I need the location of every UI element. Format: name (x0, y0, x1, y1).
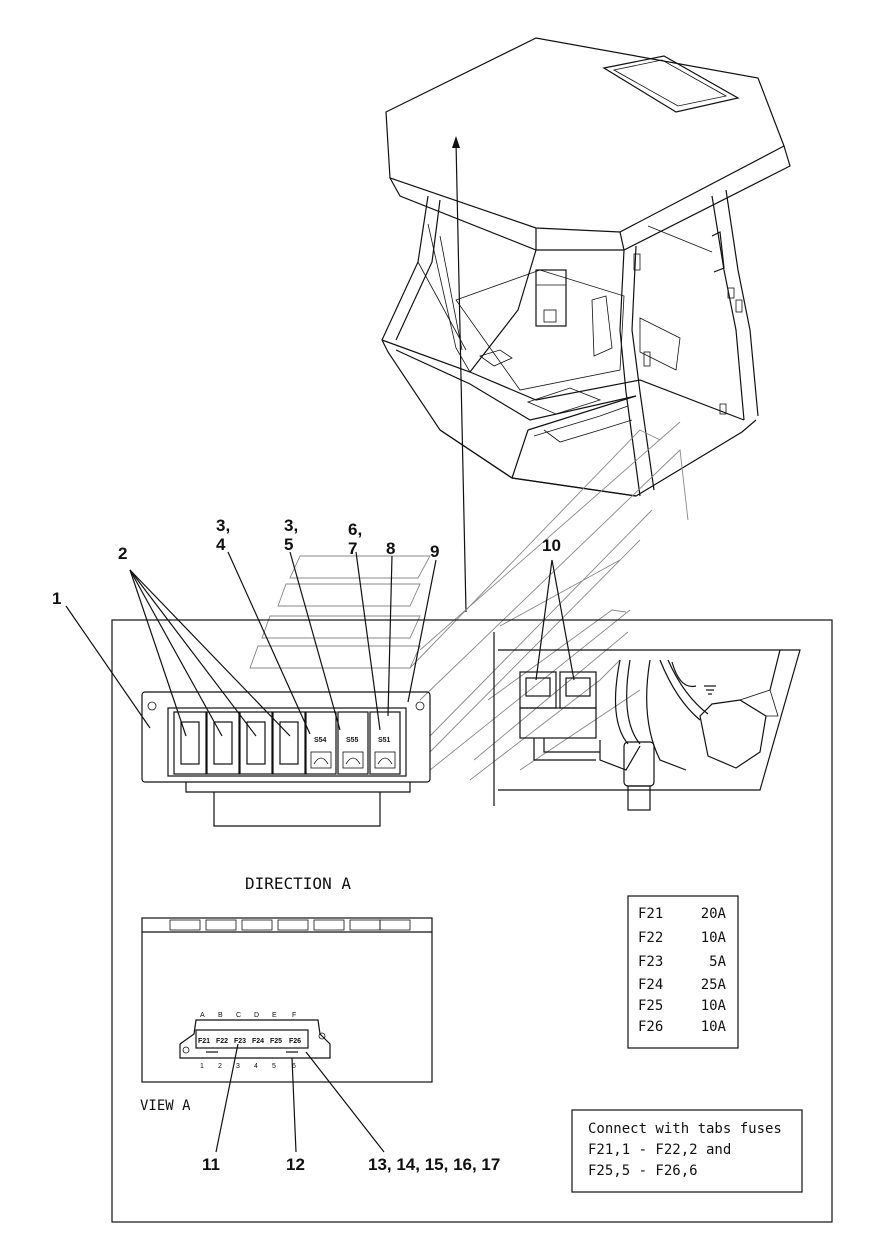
callout-label: 3, (216, 516, 230, 535)
fuse-rating: 5A (709, 954, 726, 970)
direction-arrow (452, 136, 467, 613)
fuse-letter: F (292, 1012, 296, 1019)
connection-note-box (571, 1109, 803, 1193)
fuse-letter: A (200, 1012, 205, 1019)
cab-illustration (381, 37, 791, 497)
fuse-letter: D (254, 1012, 259, 1019)
direction-label: DIRECTION A (245, 874, 351, 893)
callout-label: 13, 14, 15, 16, 17 (368, 1155, 500, 1174)
fuse-strip-label: F23 (234, 1038, 246, 1045)
callout-label: 2 (118, 544, 127, 563)
fuse-letter: B (218, 1012, 223, 1019)
fuse-relay-area (493, 632, 801, 811)
callout-label: 4 (216, 535, 226, 554)
callout-label: 9 (430, 542, 439, 561)
fuse-rating: 20A (701, 906, 727, 922)
fuse-rating-rows: F21 20A F22 10A F23 5A F24 25A F25 10A F… (638, 906, 727, 1035)
callout-label: 7 (348, 539, 357, 558)
fuse-strip-label: F22 (216, 1038, 228, 1045)
fuse-id: F22 (638, 930, 663, 946)
fuse-rating-table (627, 895, 739, 1049)
detail-frame (111, 619, 833, 1223)
callout-label: 1 (52, 589, 61, 608)
fuse-number: 3 (236, 1063, 240, 1070)
note-line: F25,5 - F26,6 (588, 1163, 698, 1179)
callout-label: 8 (386, 539, 395, 558)
callout-label: 5 (284, 535, 293, 554)
fuse-rating: 25A (701, 977, 727, 993)
view-label: VIEW A (140, 1098, 191, 1114)
fuse-id: F21 (638, 906, 663, 922)
fuse-letter: C (236, 1012, 241, 1019)
note-line: F21,1 - F22,2 and (588, 1142, 731, 1158)
callout-label: 12 (286, 1155, 305, 1174)
callout-leaders (65, 551, 575, 1153)
fuse-number: 5 (272, 1063, 276, 1070)
switch-label: S51 (378, 737, 391, 744)
fuse-number: 6 (292, 1063, 296, 1070)
fuse-strip-label: F21 (198, 1038, 210, 1045)
callout-label: 11 (202, 1155, 220, 1174)
callout-label: 3, (284, 516, 298, 535)
note-line: Connect with tabs fuses (588, 1121, 782, 1137)
switch-panel (141, 691, 431, 827)
fuse-number: 2 (218, 1063, 222, 1070)
fuse-number: 4 (254, 1063, 258, 1070)
callout-label: 6, (348, 520, 362, 539)
fuse-rating: 10A (701, 998, 727, 1014)
switch-label: S54 (314, 737, 327, 744)
fuse-id: F25 (638, 998, 663, 1014)
fuse-id: F24 (638, 977, 663, 993)
view-a-housing (141, 917, 433, 1083)
exploded-panel-guides (249, 421, 689, 781)
fuse-rating: 10A (701, 930, 727, 946)
fuse-number: 1 (200, 1063, 204, 1070)
switch-label: S55 (346, 737, 359, 744)
fuse-rating: 10A (701, 1019, 727, 1035)
callout-label: 10 (542, 536, 561, 555)
fuse-strip-label: F25 (270, 1038, 282, 1045)
fuse-id: F26 (638, 1019, 663, 1035)
fuse-letter: E (272, 1012, 277, 1019)
fuse-strip-label: F24 (252, 1038, 264, 1045)
fuse-id: F23 (638, 954, 663, 970)
fuse-strip-label: F26 (289, 1038, 301, 1045)
